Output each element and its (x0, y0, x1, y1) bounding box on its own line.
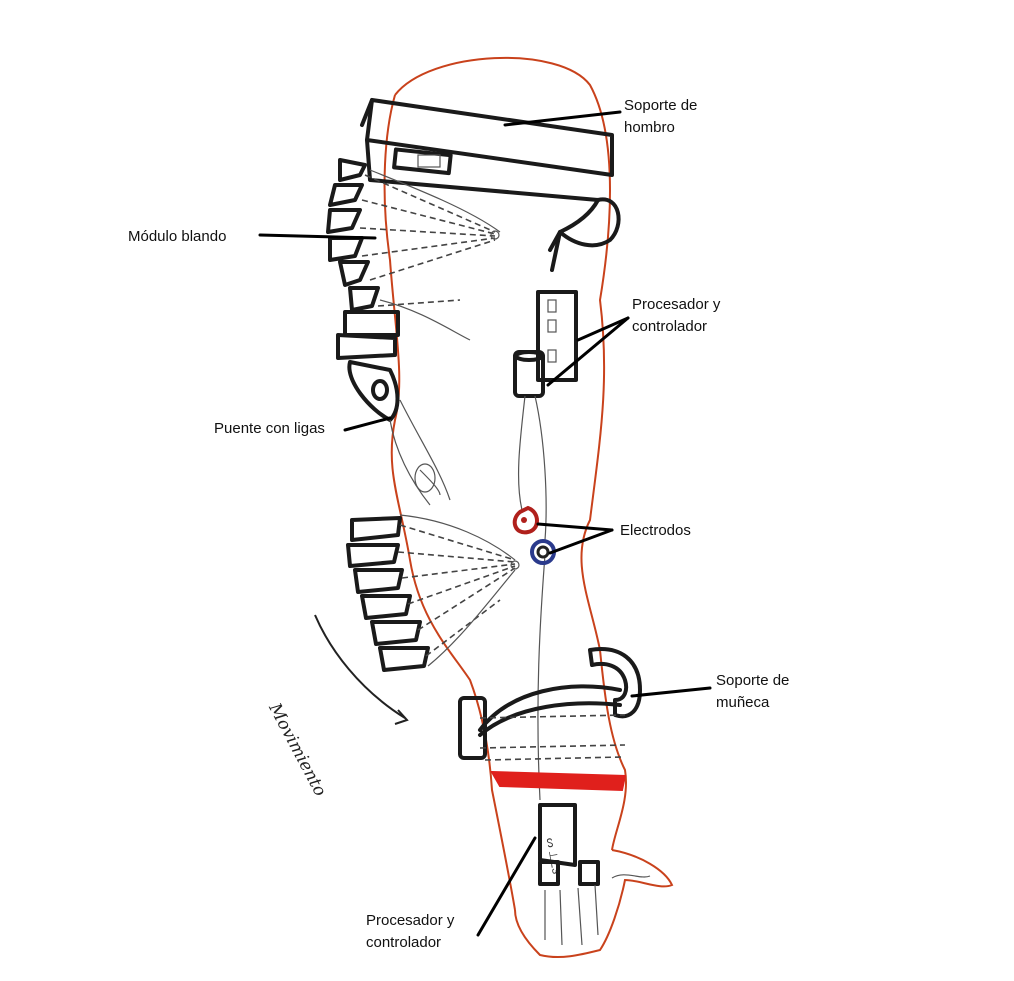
label-processor-top-line1: Procesador y (632, 296, 721, 313)
wrist-support (458, 647, 642, 792)
electrode-wires (517, 395, 547, 801)
label-processor-top: Procesador y controlador (632, 294, 720, 338)
label-electrodes: Electrodos (620, 520, 691, 542)
label-bridge-text: Puente con ligas (214, 420, 325, 437)
label-wrist-support-line1: Soporte de (716, 672, 790, 689)
label-processor-bottom: Procesador y controlador (366, 910, 454, 954)
label-wrist-support: Soporte de muñeca (716, 670, 789, 714)
leader-lines (258, 110, 712, 937)
label-processor-bottom-line2: controlador (366, 934, 442, 951)
lower-soft-module (346, 514, 520, 672)
shoulder-support (360, 98, 621, 272)
label-electrodes-text: Electrodos (620, 522, 691, 539)
processor-hand: ᔕ ⊥ᑕ3 (538, 803, 651, 946)
electrodes (512, 505, 556, 565)
processor-upper (513, 290, 578, 398)
upper-soft-module (326, 158, 501, 360)
arm-outline (383, 56, 674, 959)
bridge-with-garters (347, 360, 451, 506)
label-shoulder-support: Soporte de hombro (624, 95, 697, 139)
label-soft-module: Módulo blando (128, 226, 226, 248)
label-processor-bottom-line1: Procesador y (366, 912, 455, 929)
label-shoulder-support-line1: Soporte de (624, 97, 698, 114)
label-wrist-support-line2: muñeca (716, 694, 770, 711)
label-processor-top-line2: controlador (632, 318, 708, 335)
label-shoulder-support-line2: hombro (624, 119, 675, 136)
label-soft-module-text: Módulo blando (128, 228, 227, 245)
label-bridge: Puente con ligas (214, 418, 325, 440)
movement-arrow (314, 614, 409, 725)
